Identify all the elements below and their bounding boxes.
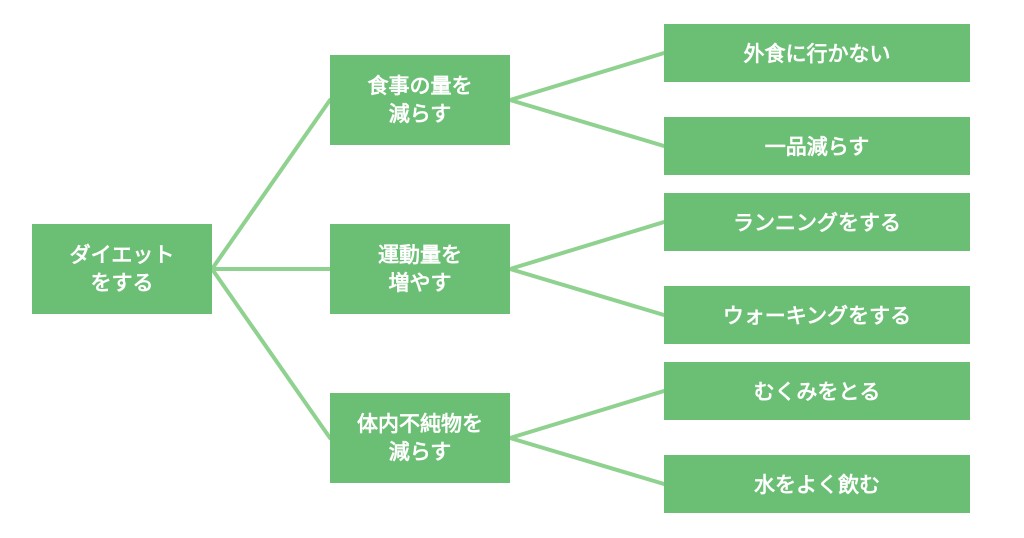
root-node-line-2: をする xyxy=(90,271,154,295)
branch-node-1-line-2: 減らす xyxy=(388,102,452,126)
connector-branch-1-to-leaf-2 xyxy=(508,98,666,148)
branch-node-2-line-1: 運動量を xyxy=(378,242,462,267)
connector-branch-2-to-leaf-4 xyxy=(508,267,666,317)
leaf-node-3-label: ランニングをする xyxy=(733,211,901,235)
leaf-node-2: 一品減らす xyxy=(664,117,970,175)
branch-node-1: 食事の量を 減らす xyxy=(330,55,510,145)
connector-branch-3-to-leaf-5 xyxy=(508,389,666,440)
branch-node-1-line-1: 食事の量を xyxy=(367,73,473,98)
leaf-node-4: ウォーキングをする xyxy=(664,286,970,344)
leaf-node-4-label: ウォーキングをする xyxy=(722,304,912,328)
leaf-node-1: 外食に行かない xyxy=(664,24,970,82)
connector-branch-2-to-leaf-3 xyxy=(508,220,666,271)
leaf-node-5-label: むくみをとる xyxy=(753,380,881,404)
leaf-node-6: 水をよく飲む xyxy=(664,455,970,513)
leaf-node-2-label: 一品減らす xyxy=(764,135,870,159)
connector-branch-1-to-leaf-1 xyxy=(508,51,666,102)
root-node-line-1: ダイエット xyxy=(69,242,175,267)
leaf-node-1-label: 外食に行かない xyxy=(743,42,891,66)
branch-node-2-line-2: 増やす xyxy=(388,271,452,295)
branch-node-2: 運動量を 増やす xyxy=(330,224,510,314)
connector-branch-3-to-leaf-6 xyxy=(508,436,666,486)
connector-root-to-branch-3 xyxy=(210,267,332,440)
connector-root-to-branch-1 xyxy=(210,98,332,271)
leaf-node-5: むくみをとる xyxy=(664,362,970,420)
branch-node-3-line-2: 減らす xyxy=(388,440,452,464)
leaf-node-3: ランニングをする xyxy=(664,193,970,251)
branch-node-3-line-1: 体内不純物を xyxy=(357,411,483,436)
leaf-node-6-label: 水をよく飲む xyxy=(754,473,880,497)
root-node: ダイエット をする xyxy=(32,224,212,314)
branch-node-3: 体内不純物を 減らす xyxy=(330,393,510,483)
